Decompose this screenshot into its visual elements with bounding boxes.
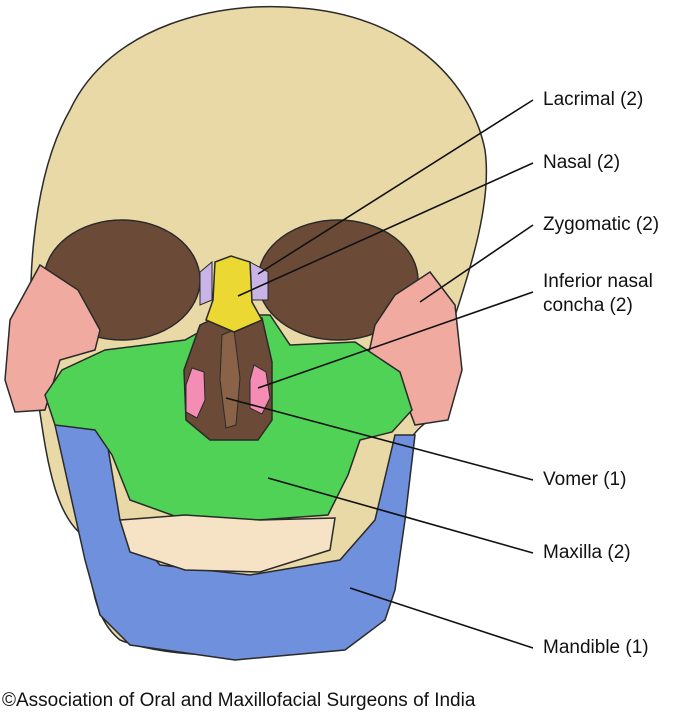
- label-vomer: Vomer (1): [543, 468, 626, 492]
- label-inferior-nasal-concha: Inferior nasal concha (2): [543, 270, 683, 318]
- copyright-credit: ©Association of Oral and Maxillofacial S…: [2, 690, 475, 712]
- label-maxilla: Maxilla (2): [543, 541, 631, 565]
- label-nasal: Nasal (2): [543, 151, 620, 175]
- label-mandible: Mandible (1): [543, 636, 649, 660]
- label-zygomatic: Zygomatic (2): [543, 213, 659, 237]
- label-lacrimal: Lacrimal (2): [543, 88, 643, 112]
